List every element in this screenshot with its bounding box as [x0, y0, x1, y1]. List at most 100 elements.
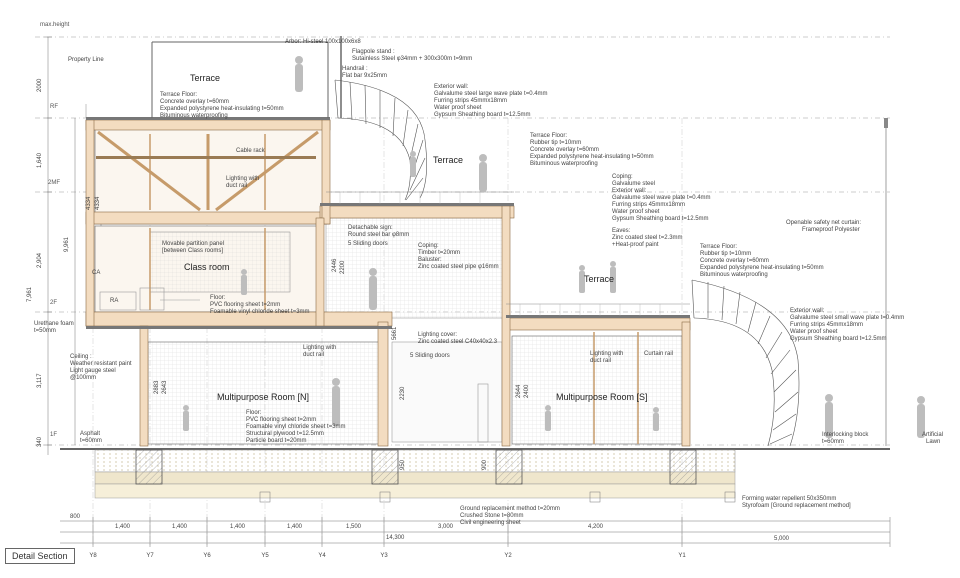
note-ext-wall-2-4: Gypsum Sheathing board t=12.5mm — [790, 336, 887, 342]
note-coping-1-1: Galvalume steel — [612, 181, 656, 187]
note-detach-sign-0: Detachable sign: — [348, 225, 393, 231]
dim-3117: 3,117 — [37, 373, 43, 388]
note-lawn-0: Artificial — [922, 432, 944, 438]
note-floor-1f-0: Floor: — [246, 410, 262, 416]
dim-span-1400c: 1,400 — [230, 524, 246, 530]
grid-label-y8: Y8 — [89, 553, 97, 559]
upper-volume — [94, 127, 328, 225]
note-coping-1-3: Galvalume steel wave plate t=0.4mm — [612, 195, 711, 201]
note-terrace-floor-1-3: Bituminous waterproofing — [160, 113, 228, 119]
note-forming-0: Forming water repellent 50x350mm — [742, 496, 837, 502]
note-terrace-floor-1-0: Terrace Floor: — [160, 92, 198, 98]
note-terrace-floor-1-2: Expanded polystyrene heat-insulating t=5… — [160, 106, 284, 112]
room-ra: RA — [110, 298, 119, 304]
note-lighting-3-0: Lighting with — [590, 351, 624, 357]
room-terrace-right: Terrace — [584, 274, 615, 284]
note-cable-rack: Cable rack — [236, 148, 265, 154]
note-flagpole-2: Sutainless Steel φ34mm + 300x300m t=9mm — [352, 56, 473, 62]
dim-7961: 7,961 — [27, 286, 33, 302]
room-terrace-top: Terrace — [190, 73, 221, 83]
dim-span-5000: 5,000 — [774, 536, 790, 542]
note-terrace-floor-1-1: Concrete overlay t=60mm — [160, 99, 229, 105]
note-terrace-floor-3-0: Terrace Floor: — [700, 244, 738, 250]
note-handrail-2: Flat bar 9x25mm — [342, 73, 388, 79]
dim-2400: 2400 — [524, 384, 530, 398]
note-arbor: Arbor: Hi-steel 100x100x6x8 — [285, 39, 361, 45]
note-terrace-floor-3-2: Concrete overlay t=60mm — [700, 258, 769, 264]
room-mp-s: Multipurpose Room [S] — [556, 392, 648, 402]
note-lighting-1-0: Lighting with — [226, 176, 260, 182]
spiral-stair-lower — [691, 279, 800, 447]
note-ext-wall-1-2: Furring strips 45mmx18mm — [434, 98, 508, 104]
note-floor-1f-1: PVC flooring sheet t=2mm — [246, 417, 317, 423]
note-terrace-floor-2-0: Terrace Floor: — [530, 133, 568, 139]
dim-900: 900 — [482, 459, 488, 470]
note-terrace-floor-2-4: Bituminous waterproofing — [530, 161, 598, 167]
dim-span-800: 800 — [70, 514, 81, 520]
bottom-dimension-lines — [60, 517, 891, 547]
note-ceiling-2: Light gauge steel — [70, 368, 116, 374]
note-ext-wall-2-2: Furring strips 45mmx18mm — [790, 322, 864, 328]
foundation-footings — [135, 449, 697, 485]
note-urethane-1: t=50mm — [34, 328, 56, 334]
note-lawn-1: Lawn — [926, 439, 941, 445]
note-ceiling-0: Ceiling : — [70, 354, 92, 360]
note-terrace-floor-2-1: Rubber tip t=10mm — [530, 140, 582, 146]
note-lighting-3-1: duct rail — [590, 358, 612, 364]
dim-2883: 2883 — [154, 380, 160, 394]
note-ext-wall-2-3: Water proof sheet — [790, 329, 838, 335]
note-eaves-0: Eaves: — [612, 228, 631, 234]
note-terrace-floor-3-1: Rubber tip t=10mm — [700, 251, 752, 257]
grid-label-y3: Y3 — [380, 553, 388, 559]
level-2f: 2F — [50, 300, 58, 306]
note-flagpole-1: Flagpole stand : — [352, 49, 395, 55]
level-2mf: 2MF — [48, 180, 60, 186]
sliding-door-screen — [325, 217, 509, 319]
note-floor-1f-4: Particle board t=20mm — [246, 438, 307, 444]
note-ext-wall-1-0: Exterior wall: — [434, 84, 469, 90]
note-ext-wall-2-0: Exterior wall: — [790, 308, 825, 314]
grid-label-y1: Y1 — [678, 553, 686, 559]
dim-2230: 2230 — [400, 386, 406, 400]
grid-label-y5: Y5 — [261, 553, 269, 559]
arbor-frame — [151, 41, 329, 118]
grid-label-y4: Y4 — [318, 553, 326, 559]
dim-2446: 2446 — [332, 258, 338, 272]
note-floor-2f-1: PVC flooring sheet t=2mm — [210, 302, 281, 308]
grid-label-y2: Y2 — [504, 553, 512, 559]
dim-1640: 1,640 — [37, 152, 43, 168]
note-ground-2: Civil engineering sheet — [460, 520, 521, 526]
crushed-stone — [94, 483, 736, 499]
note-coping-1-0: Coping: — [612, 174, 633, 180]
spiral-stair-upper — [334, 79, 427, 201]
gravel-bed — [94, 449, 736, 473]
note-sliding-2: 5 Sliding doors — [410, 353, 450, 359]
room-ca: CA — [92, 270, 101, 276]
note-interlocking-0: Interlocking block — [822, 432, 869, 438]
partition-panel — [149, 231, 291, 293]
level-1f: 1F — [50, 432, 58, 438]
note-lighting-cover-0: Lighting cover: — [418, 332, 458, 338]
dim-2000: 2000 — [37, 78, 43, 92]
note-ext-wall-1-3: Water proof sheet — [434, 105, 482, 111]
room-mp-n: Multipurpose Room [N] — [217, 392, 310, 402]
note-ext-wall-2-1: Galvalume steel small wave plate t=0.4mm — [790, 315, 905, 321]
note-ceiling-1: Weather resistant paint — [70, 361, 132, 367]
dim-2904: 2,904 — [37, 252, 43, 268]
note-lighting-2-0: Lighting with — [303, 345, 337, 351]
note-forming-1: Styrofoam [Ground replacement method] — [742, 503, 851, 509]
note-partition-1: [between Class rooms] — [162, 248, 224, 254]
concrete-slabs — [86, 117, 690, 329]
note-ground-1: Crushed Stone t=80mm — [460, 513, 524, 519]
note-coping-2-2: Baluster: — [418, 257, 442, 263]
note-ext-wall-1-1: Galvalume steel large wave plate t=0.4mm — [434, 91, 548, 97]
note-terrace-floor-3-3: Expanded polystyrene heat-insulating t=5… — [700, 265, 824, 271]
note-coping-1-4: Furring strips 45mmx18mm — [612, 202, 686, 208]
cable-rack-bar — [96, 156, 316, 159]
dim-span-1400d: 1,400 — [287, 524, 303, 530]
dim-4334b: 4334 — [95, 196, 101, 210]
dim-total: 14,300 — [386, 535, 405, 541]
note-urethane-0: Urethane foam — [34, 321, 74, 327]
grid-label-y7: Y7 — [146, 553, 154, 559]
